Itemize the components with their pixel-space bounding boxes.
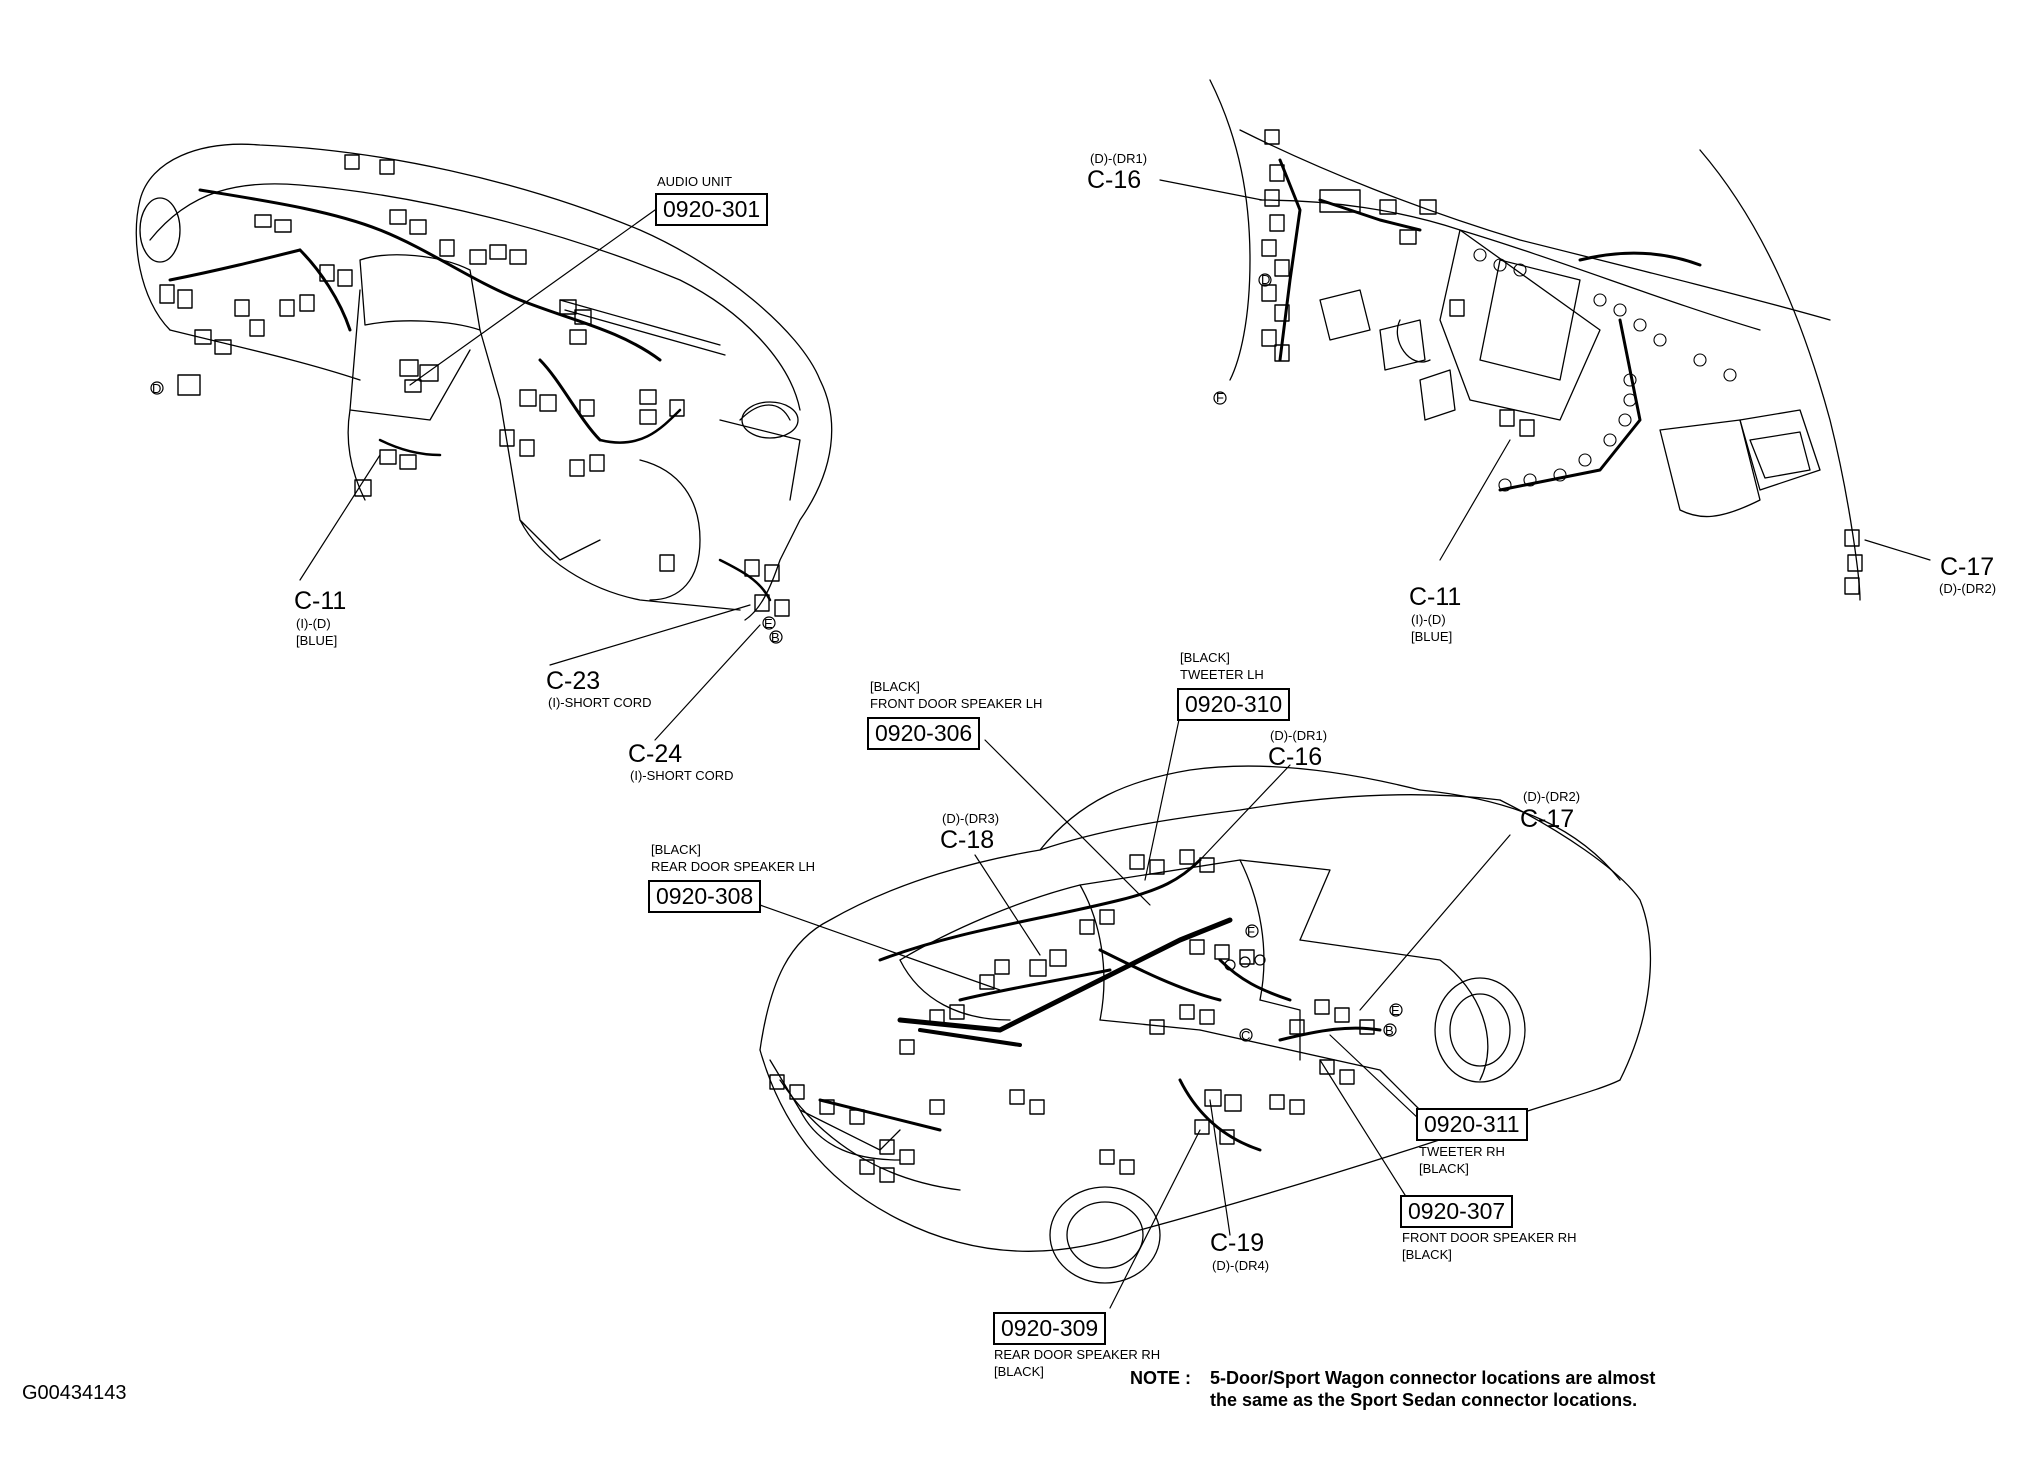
front-door-lh-code: 0920-306 bbox=[867, 717, 981, 750]
figure-id: G00434143 bbox=[22, 1382, 127, 1404]
front-door-rh-code: 0920-307 bbox=[1400, 1195, 1514, 1228]
rear-door-lh-code: 0920-308 bbox=[648, 880, 762, 913]
rear-door-lh-label: REAR DOOR SPEAKER LH bbox=[651, 859, 815, 874]
marker-d-left: D bbox=[152, 381, 162, 396]
c23-id: C-23 bbox=[546, 667, 601, 695]
tweeter-rh-label: TWEETER RH bbox=[1419, 1144, 1505, 1159]
note-prefix: NOTE : bbox=[1130, 1368, 1191, 1388]
front-door-rh-label: FRONT DOOR SPEAKER RH bbox=[1402, 1230, 1577, 1245]
marker-f-right: F bbox=[1216, 390, 1224, 405]
c16-car-id: C-16 bbox=[1268, 743, 1323, 771]
audio-unit-label: AUDIO UNIT bbox=[657, 174, 733, 189]
rear-door-rh-label: REAR DOOR SPEAKER RH bbox=[994, 1347, 1161, 1362]
marker-e-car: E bbox=[1391, 1003, 1400, 1018]
c17-right-id: C-17 bbox=[1940, 553, 1995, 581]
c17-car-id: C-17 bbox=[1520, 805, 1575, 833]
audio-unit-code: 0920-301 bbox=[655, 193, 769, 226]
c11-left-sub: (I)-(D) bbox=[296, 616, 331, 631]
tweeter-rh-color: [BLACK] bbox=[1419, 1161, 1469, 1176]
note-line-2: the same as the Sport Sedan connector lo… bbox=[1210, 1390, 1638, 1410]
c19-id: C-19 bbox=[1210, 1229, 1265, 1257]
marker-c-car: C bbox=[1241, 1028, 1251, 1043]
dashboard-left-illustration bbox=[135, 143, 833, 741]
c16-right-id: C-16 bbox=[1087, 166, 1142, 194]
c18-id: C-18 bbox=[940, 826, 995, 854]
tweeter-lh-code: 0920-310 bbox=[1177, 688, 1291, 721]
marker-b-left: B bbox=[771, 630, 780, 645]
tweeter-lh-color: [BLACK] bbox=[1180, 650, 1230, 665]
c19-sub: (D)-(DR4) bbox=[1212, 1258, 1270, 1273]
marker-b-car: B bbox=[1385, 1023, 1394, 1038]
dashboard-right-illustration bbox=[1159, 79, 1931, 601]
front-door-lh-label: FRONT DOOR SPEAKER LH bbox=[870, 696, 1043, 711]
c16-car-sub: (D)-(DR1) bbox=[1270, 728, 1328, 743]
car-illustration bbox=[759, 714, 1652, 1309]
c24-sub: (I)-SHORT CORD bbox=[630, 768, 734, 783]
c17-car-sub: (D)-(DR2) bbox=[1523, 789, 1581, 804]
rear-door-rh-color: [BLACK] bbox=[994, 1364, 1044, 1379]
c11-right-color: [BLUE] bbox=[1411, 629, 1453, 644]
c11-left-id: C-11 bbox=[294, 587, 347, 615]
tweeter-rh-code: 0920-311 bbox=[1416, 1108, 1528, 1141]
front-door-lh-color: [BLACK] bbox=[870, 679, 920, 694]
c23-sub: (I)-SHORT CORD bbox=[548, 695, 652, 710]
note-line-1: 5-Door/Sport Wagon connector locations a… bbox=[1210, 1368, 1656, 1388]
c16-right-sub: (D)-(DR1) bbox=[1090, 151, 1148, 166]
tweeter-lh-label: TWEETER LH bbox=[1180, 667, 1264, 682]
marker-d-right: D bbox=[1261, 272, 1271, 287]
c11-right-sub: (I)-(D) bbox=[1411, 612, 1446, 627]
c18-sub: (D)-(DR3) bbox=[942, 811, 1000, 826]
c11-right-id: C-11 bbox=[1409, 583, 1462, 611]
marker-f-car: F bbox=[1247, 924, 1255, 939]
rear-door-lh-color: [BLACK] bbox=[651, 842, 701, 857]
c24-id: C-24 bbox=[628, 740, 683, 768]
marker-e-left: E bbox=[764, 616, 773, 631]
c17-right-sub: (D)-(DR2) bbox=[1939, 581, 1997, 596]
rear-door-rh-code: 0920-309 bbox=[993, 1312, 1107, 1345]
c11-left-color: [BLUE] bbox=[296, 633, 338, 648]
front-door-rh-color: [BLACK] bbox=[1402, 1247, 1452, 1262]
